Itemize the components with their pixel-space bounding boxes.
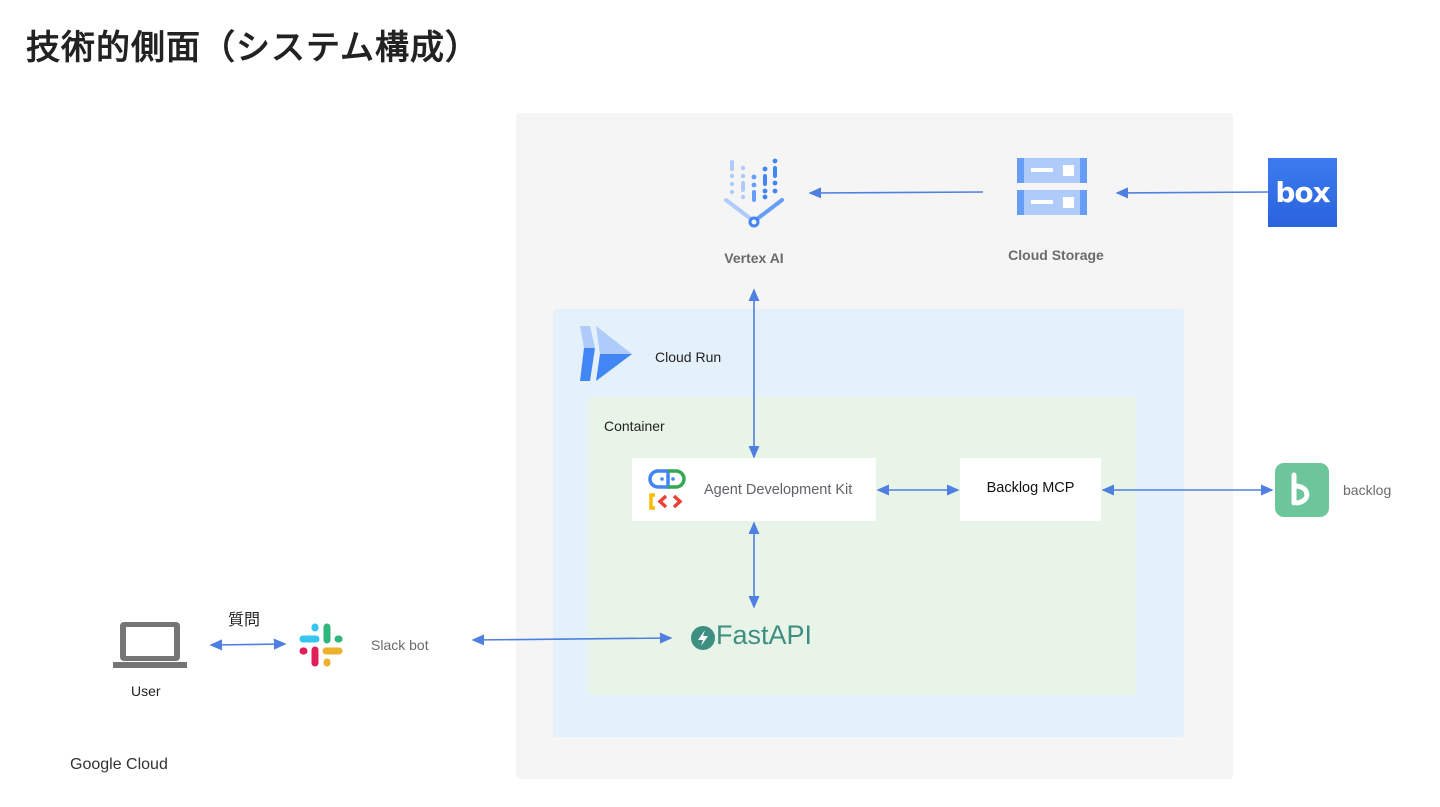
arrow-slack-fastapi — [471, 632, 673, 646]
box-logo-icon: box — [1268, 158, 1337, 227]
arrow-box-to-storage — [1115, 187, 1269, 199]
adk-label: Agent Development Kit — [704, 482, 853, 498]
backlog-label: backlog — [1343, 482, 1392, 498]
cloud-storage-icon — [1017, 158, 1087, 215]
slack-icon — [299, 623, 343, 667]
question-edge-label: 質問 — [228, 610, 261, 629]
cloud-run-icon — [580, 326, 632, 381]
cloud-run-label: Cloud Run — [655, 349, 722, 365]
backlog-mcp-label: Backlog MCP — [986, 480, 1075, 496]
container-label: Container — [604, 418, 665, 434]
vertex-ai-label: Vertex AI — [724, 250, 784, 266]
vertex-ai-icon — [724, 158, 784, 228]
backlog-mcp-node — [960, 458, 1101, 521]
adk-node — [632, 458, 876, 521]
slack-bot-label: Slack bot — [371, 637, 429, 653]
google-cloud-label: Google Cloud — [70, 756, 168, 773]
laptop-icon — [113, 622, 187, 668]
container-group — [588, 397, 1136, 695]
cloud-storage-label: Cloud Storage — [1008, 247, 1104, 263]
page-title: 技術的側面（システム構成） — [26, 28, 480, 68]
adk-icon — [648, 469, 686, 510]
backlog-logo-icon — [1275, 463, 1329, 517]
fastapi-icon — [691, 626, 715, 650]
fastapi-label: FastAPI — [716, 620, 813, 650]
user-label: User — [131, 683, 161, 699]
box-logo-text: box — [1275, 176, 1330, 209]
arrow-storage-to-vertex — [808, 187, 984, 199]
arrow-user-slack — [209, 638, 287, 651]
